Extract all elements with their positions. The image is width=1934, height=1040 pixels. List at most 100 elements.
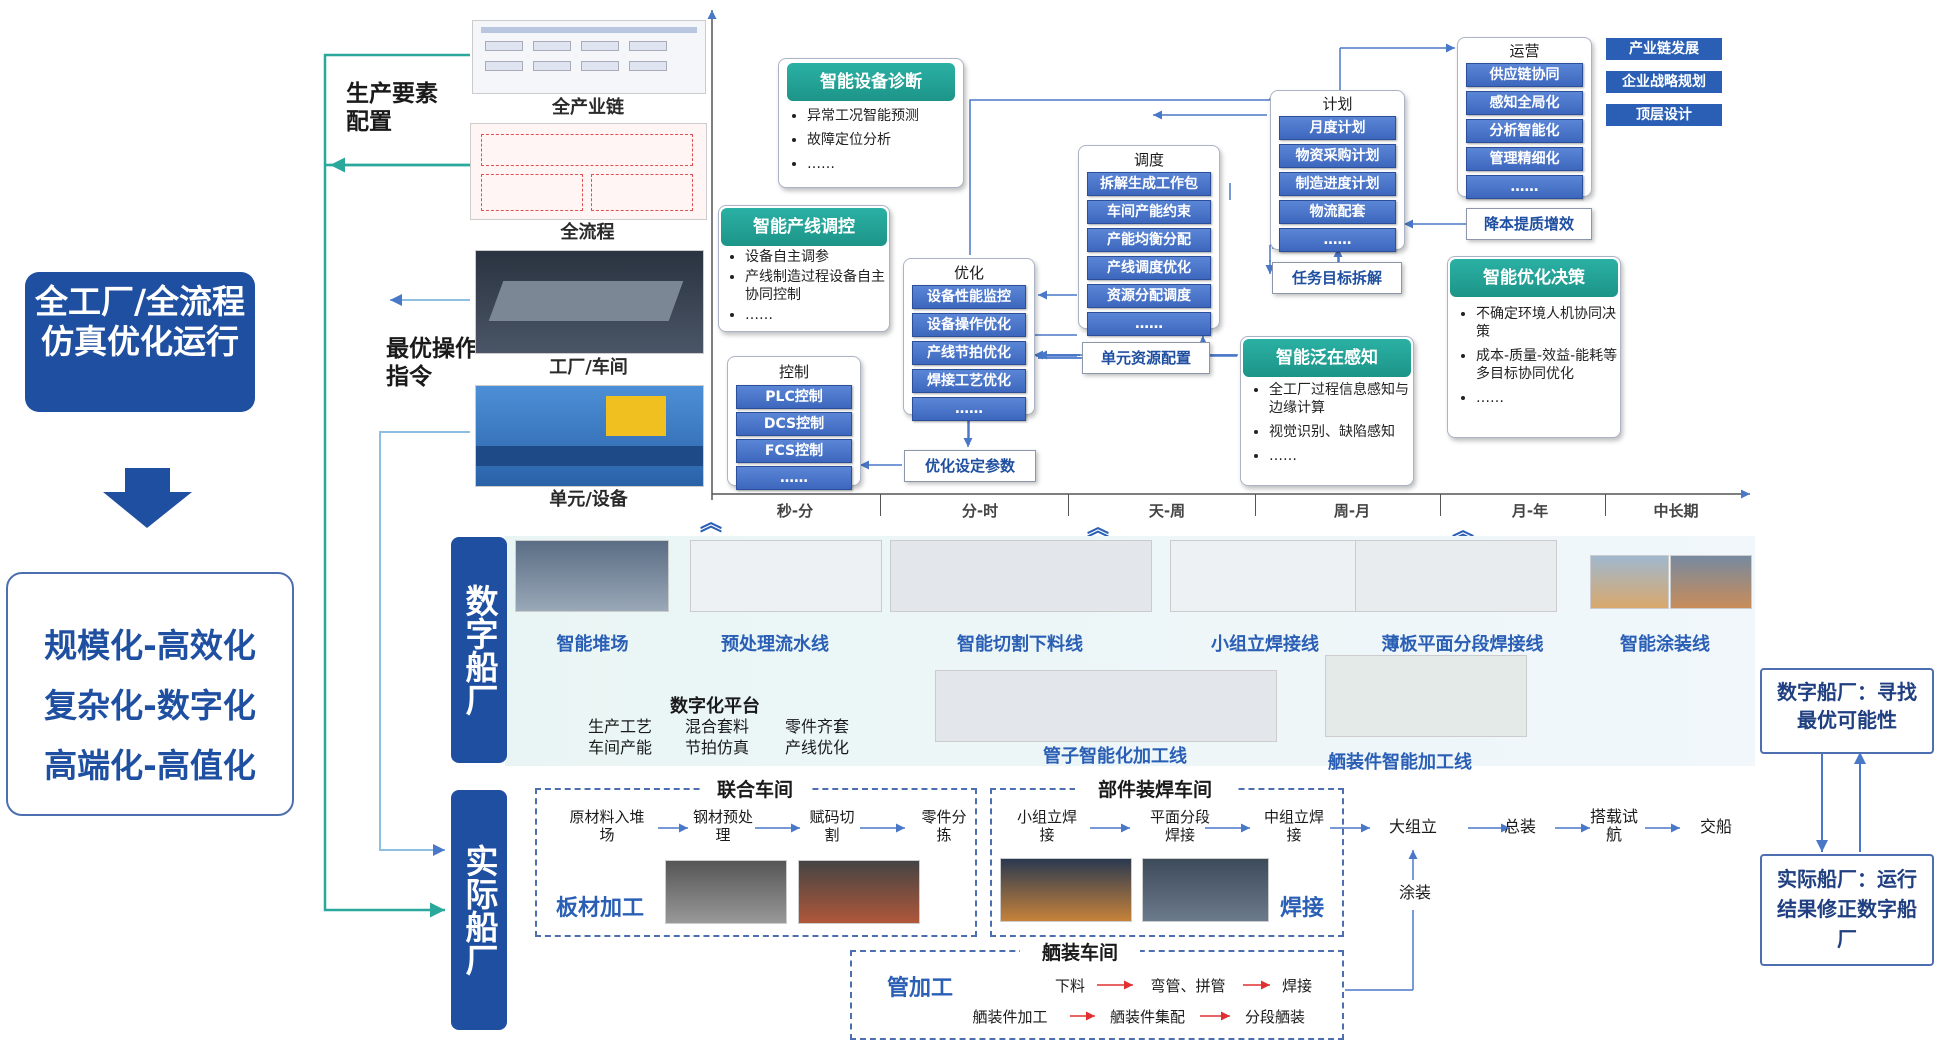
pipe-step: 焊接 <box>1281 977 1312 995</box>
main-title: 全工厂/全流程仿真优化运行 <box>34 282 246 361</box>
line-control-item: …… <box>745 306 889 324</box>
pipe-step: 弯管、拼管 <box>1150 977 1226 995</box>
plate-image <box>665 860 787 924</box>
decision-item: 成本-质量-效益-能耗等多目标协同优化 <box>1476 347 1620 383</box>
actual-note: 实际船厂：运行结果修正数字船厂 <box>1777 867 1917 951</box>
plan-item: 制造进度计划 <box>1279 172 1396 196</box>
optimal-ops-label: 最优操作指令 <box>386 336 478 390</box>
perception-item: 全工厂过程信息感知与边缘计算 <box>1269 381 1413 417</box>
operation-item: …… <box>1466 175 1583 199</box>
diagnosis-title: 智能设备诊断 <box>787 63 955 101</box>
control-item: DCS控制 <box>736 412 852 436</box>
digital-line-label: 预处理流水线 <box>721 634 829 655</box>
schedule-item: 拆解生成工作包 <box>1087 172 1211 196</box>
digital-line-label: 管子智能化加工线 <box>1043 746 1187 767</box>
scene-process-image <box>470 123 707 220</box>
goal-1: 规模化-高效化 <box>44 626 256 665</box>
opt-params-box: 优化设定参数 <box>904 450 1036 482</box>
digital-shipyard-label: 数字船厂 <box>451 537 507 763</box>
optimize-item: 焊接工艺优化 <box>912 369 1026 393</box>
timeline-tick <box>880 494 881 516</box>
actual-shipyard-label: 实际船厂 <box>451 790 507 1030</box>
timeline-label: 中长期 <box>1653 502 1699 520</box>
optimize-item: …… <box>912 397 1026 421</box>
control-item: PLC控制 <box>736 385 852 409</box>
perception-title: 智能泛在感知 <box>1243 339 1411 377</box>
perception-item: …… <box>1269 447 1413 465</box>
decision-card: 智能优化决策 不确定环境人机协同决策 成本-质量-效益-能耗等多目标协同优化 …… <box>1447 256 1621 438</box>
platform-item: 车间产能 <box>587 738 652 757</box>
control-stack: 控制 PLC控制 DCS控制 FCS控制 …… <box>727 356 861 490</box>
downstream-step: 交船 <box>1699 817 1732 836</box>
line-image <box>1670 555 1752 609</box>
weld-image <box>1142 858 1269 922</box>
diagnosis-item: …… <box>807 155 963 173</box>
control-title: 控制 <box>778 363 809 381</box>
joint-step: 原材料入堆场 <box>569 808 645 844</box>
assembly-step: 中组立焊接 <box>1263 808 1324 844</box>
line-image <box>1170 540 1362 612</box>
plan-item: …… <box>1279 228 1396 252</box>
scene-factory-label: 工厂/车间 <box>549 357 628 378</box>
decision-item: 不确定环境人机协同决策 <box>1476 305 1620 341</box>
scene-unit-image <box>475 385 704 487</box>
assembly-shop-title: 部件装焊车间 <box>1075 775 1235 802</box>
scene-unit-label: 单元/设备 <box>549 489 628 510</box>
plan-title: 计划 <box>1322 95 1353 113</box>
operation-item: 感知全局化 <box>1466 91 1583 115</box>
digital-line-label: 智能堆场 <box>556 634 629 655</box>
timeline-label: 分-时 <box>961 502 999 520</box>
platform-item: 产线优化 <box>784 738 849 757</box>
plan-stack: 计划 月度计划 物资采购计划 制造进度计划 物流配套 …… <box>1270 90 1405 252</box>
plan-item: 物流配套 <box>1279 200 1396 224</box>
outfit-step: 分段舾装 <box>1244 1008 1305 1026</box>
digital-line-label: 舾装件智能加工线 <box>1328 752 1472 773</box>
operation-item: 管理精细化 <box>1466 147 1583 171</box>
timeline-label: 周-月 <box>1333 502 1371 520</box>
digital-line-label: 小组立焊接线 <box>1211 634 1319 655</box>
schedule-item: 产能均衡分配 <box>1087 228 1211 252</box>
optimize-item: 设备操作优化 <box>912 313 1026 337</box>
line-image <box>1590 555 1669 609</box>
optimize-item: 产线节拍优化 <box>912 341 1026 365</box>
actual-note-box: 实际船厂：运行结果修正数字船厂 <box>1760 854 1934 966</box>
platform-title: 数字化平台 <box>670 696 760 717</box>
paint-step: 涂装 <box>1398 883 1431 902</box>
operation-title: 运营 <box>1509 42 1540 60</box>
plate-image <box>798 860 920 924</box>
up-chevron-icon: ︽ <box>700 511 723 536</box>
digital-note-box: 数字船厂：寻找最优可能性 <box>1760 668 1934 754</box>
line-control-card: 智能产线调控 设备自主调参 产线制造过程设备自主协同控制 …… <box>718 205 890 332</box>
joint-step: 钢材预处理 <box>692 808 753 844</box>
line-image <box>1325 655 1527 737</box>
timeline-label: 月-年 <box>1511 502 1549 520</box>
weld-image <box>1000 858 1132 922</box>
decision-title: 智能优化决策 <box>1450 259 1618 297</box>
line-image <box>515 540 669 612</box>
unit-resource-box: 单元资源配置 <box>1082 342 1210 374</box>
line-image <box>935 670 1277 742</box>
scene-factory-image <box>475 250 704 354</box>
optimize-item: 设备性能监控 <box>912 285 1026 309</box>
digital-line-label: 智能切割下料线 <box>957 634 1083 655</box>
timeline-label: 秒-分 <box>776 502 814 520</box>
perception-card: 智能泛在感知 全工厂过程信息感知与边缘计算 视觉识别、缺陷感知 …… <box>1240 336 1414 486</box>
digital-note: 数字船厂：寻找最优可能性 <box>1777 680 1917 732</box>
outfit-step: 舾装件集配 <box>1109 1008 1185 1026</box>
line-image <box>690 540 882 612</box>
digital-line-label: 智能涂装线 <box>1620 634 1710 655</box>
decision-item: …… <box>1476 389 1620 407</box>
right-tag: 企业战略规划 <box>1606 71 1722 93</box>
joint-step: 零件分拣 <box>921 808 967 844</box>
timeline-tick <box>1605 494 1606 516</box>
goal-3: 高端化-高值化 <box>44 746 256 785</box>
plan-item: 月度计划 <box>1279 116 1396 140</box>
line-image <box>890 540 1152 612</box>
platform-item: 节拍仿真 <box>684 738 749 757</box>
plan-item: 物资采购计划 <box>1279 144 1396 168</box>
task-split-box: 任务目标拆解 <box>1272 262 1402 294</box>
timeline-tick <box>1255 494 1256 516</box>
platform-item: 混合套料 <box>684 717 749 736</box>
schedule-item: …… <box>1087 312 1211 336</box>
timeline-tick <box>1440 494 1441 516</box>
